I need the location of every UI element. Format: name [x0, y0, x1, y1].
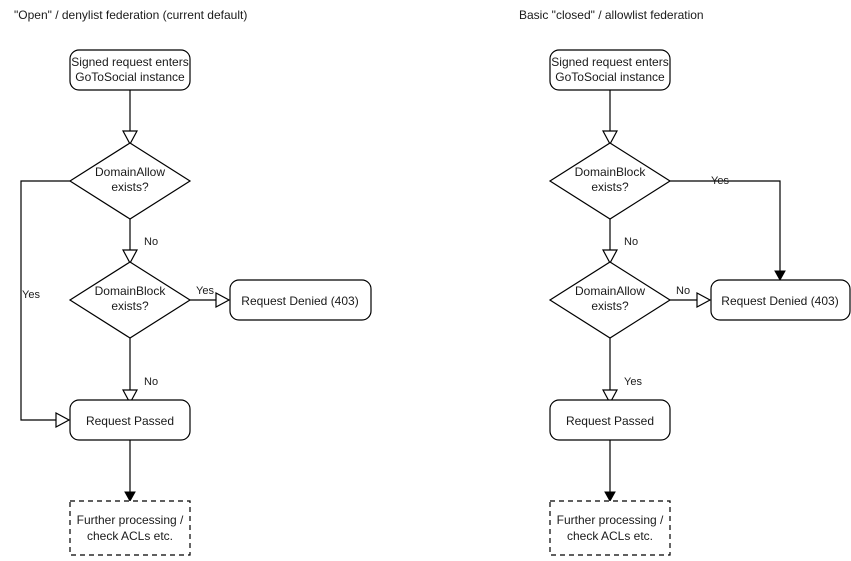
- node-start-left-line1: Signed request enters: [71, 55, 188, 69]
- edge-label-domainblock-no-left: No: [144, 376, 158, 388]
- edge-domainallow-no-left: No: [121, 219, 158, 265]
- edge-domainallow-no-right: No: [670, 285, 712, 309]
- diagram-open-denylist: "Open" / denylist federation (current de…: [14, 8, 372, 556]
- edge-domainallow-yes-left: Yes: [20, 180, 71, 429]
- node-request-denied-right-label: Request Denied (403): [721, 294, 838, 308]
- node-request-denied-right[interactable]: Request Denied (403): [710, 279, 851, 321]
- node-further-processing-left-line2: check ACLs etc.: [87, 529, 173, 543]
- node-domainallow-right[interactable]: DomainAllow exists?: [548, 261, 672, 339]
- node-start-left[interactable]: Signed request enters GoToSocial instanc…: [69, 49, 191, 91]
- edge-label-domainblock-yes-right: Yes: [711, 175, 729, 187]
- edge-label-domainblock-no-right: No: [624, 236, 638, 248]
- node-request-denied-left-label: Request Denied (403): [241, 294, 358, 308]
- node-request-denied-right-shape[interactable]: [710, 279, 851, 321]
- node-request-passed-right-label: Request Passed: [566, 414, 654, 428]
- edge-start-to-domainallow-left: [121, 90, 139, 146]
- node-domainallow-left-line1: DomainAllow: [95, 165, 165, 179]
- diagram-closed-allowlist: Basic "closed" / allowlist federation Si…: [519, 8, 851, 556]
- node-start-right-line1: Signed request enters: [551, 55, 668, 69]
- node-start-left-line2: GoToSocial instance: [75, 70, 185, 84]
- node-further-processing-right-shape[interactable]: [549, 500, 671, 556]
- edge-label-domainallow-yes-left: Yes: [22, 289, 40, 301]
- node-further-processing-left-shape[interactable]: [69, 500, 191, 556]
- edge-passed-to-further-left: [124, 440, 136, 503]
- node-request-passed-right[interactable]: Request Passed: [549, 399, 671, 441]
- edge-label-domainblock-yes-left: Yes: [196, 285, 214, 297]
- diagram-title-right: Basic "closed" / allowlist federation: [519, 8, 704, 22]
- node-request-passed-left-label: Request Passed: [86, 414, 174, 428]
- node-further-processing-right[interactable]: Further processing / check ACLs etc.: [549, 500, 671, 556]
- edge-label-domainallow-no-left: No: [144, 236, 158, 248]
- edge-label-domainallow-yes-right: Yes: [624, 376, 642, 388]
- edge-domainallow-yes-right: Yes: [601, 338, 642, 405]
- diagram-title-left: "Open" / denylist federation (current de…: [14, 8, 247, 22]
- edge-start-to-domainblock-right: [601, 90, 619, 146]
- node-domainallow-right-line2: exists?: [591, 299, 629, 313]
- edge-domainblock-no-left: No: [121, 338, 158, 405]
- node-further-processing-right-line2: check ACLs etc.: [567, 529, 653, 543]
- node-further-processing-left[interactable]: Further processing / check ACLs etc.: [69, 500, 191, 556]
- node-domainblock-right-line1: DomainBlock: [575, 165, 647, 179]
- node-start-right-line2: GoToSocial instance: [555, 70, 665, 84]
- node-request-denied-left-shape[interactable]: [229, 279, 372, 321]
- node-domainallow-right-line1: DomainAllow: [575, 284, 645, 298]
- node-domainblock-left-line1: DomainBlock: [95, 284, 167, 298]
- edge-domainblock-yes-right: Yes: [670, 175, 786, 282]
- node-further-processing-right-line1: Further processing /: [557, 513, 664, 527]
- node-domainblock-right[interactable]: DomainBlock exists?: [548, 142, 672, 220]
- node-domainblock-left-line2: exists?: [111, 299, 149, 313]
- node-further-processing-left-line1: Further processing /: [77, 513, 184, 527]
- node-domainblock-right-line2: exists?: [591, 180, 629, 194]
- edge-passed-to-further-right: [604, 440, 616, 503]
- node-domainallow-left[interactable]: DomainAllow exists?: [68, 142, 192, 220]
- node-request-denied-left[interactable]: Request Denied (403): [229, 279, 372, 321]
- edge-label-domainallow-no-right: No: [676, 285, 690, 297]
- edge-domainblock-yes-left: Yes: [190, 285, 231, 309]
- edge-domainblock-no-right: No: [601, 219, 638, 265]
- node-domainblock-left[interactable]: DomainBlock exists?: [68, 261, 192, 339]
- node-domainallow-left-line2: exists?: [111, 180, 149, 194]
- node-start-right[interactable]: Signed request enters GoToSocial instanc…: [549, 49, 671, 91]
- node-request-passed-left[interactable]: Request Passed: [69, 399, 191, 441]
